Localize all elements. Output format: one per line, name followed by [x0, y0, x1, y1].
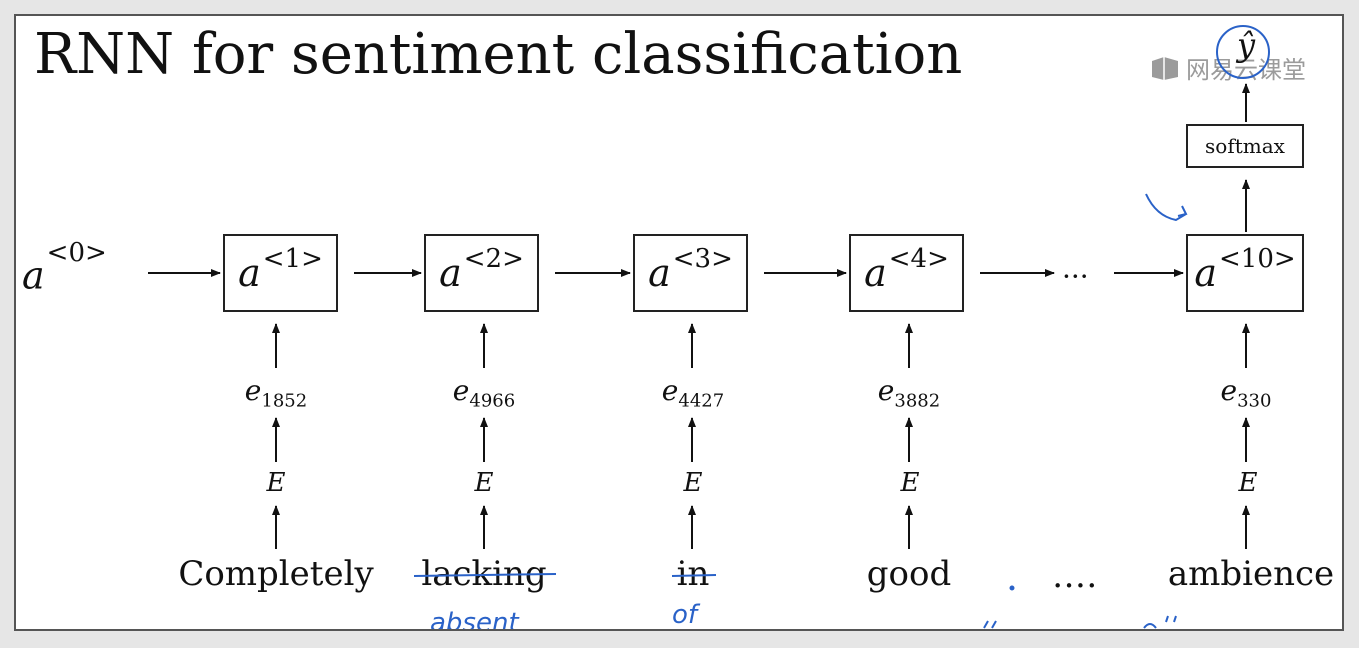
embedding-matrix-2: E [474, 468, 494, 498]
handwritten-absent: absent [430, 608, 519, 631]
embedding-10: e330 [1220, 374, 1272, 412]
strikethrough-in [671, 574, 717, 577]
watermark-logo-icon [1152, 56, 1178, 80]
rnn-cell-10: a<10> [1186, 234, 1304, 312]
slide: RNN for sentiment classification 网易云课堂 a… [14, 14, 1344, 631]
handwritten-of: of [672, 600, 698, 630]
pen-arrow-mark [1145, 193, 1187, 222]
watermark-text: 网易云课堂 [1186, 56, 1306, 84]
diagram-arrows [148, 25, 1270, 629]
word-good: good [866, 554, 952, 594]
cell-ellipsis: ··· [1062, 260, 1089, 293]
embedding-matrix-3: E [683, 468, 703, 498]
pen-tick-marks-1 [983, 620, 997, 629]
embedding-2: e4966 [452, 374, 516, 412]
word-ambience: ambience [1167, 554, 1335, 594]
embedding-4: e3882 [877, 374, 941, 412]
softmax-box: softmax [1186, 124, 1304, 168]
initial-activation: a<0> [22, 238, 107, 298]
words-ellipsis: ․․․․ [1052, 556, 1098, 596]
watermark-logo: 网易云课堂 [1150, 50, 1306, 85]
embedding-matrix-4: E [900, 468, 920, 498]
rnn-cell-1: a<1> [223, 234, 338, 312]
strikethrough-lacking [413, 573, 557, 577]
embedding-3: e4427 [661, 374, 725, 412]
pen-tick-marks-2 [1143, 615, 1177, 629]
embedding-matrix-1: E [266, 468, 286, 498]
embedding-1: e1852 [244, 374, 308, 412]
word-completely: Completely [178, 554, 374, 594]
embedding-matrix-10: E [1238, 468, 1258, 498]
pen-arrowhead [1177, 205, 1188, 217]
word-in: in [676, 554, 710, 594]
rnn-cell-4: a<4> [849, 234, 964, 312]
rnn-cell-3: a<3> [633, 234, 748, 312]
output-y-hat: ŷ [1236, 26, 1256, 64]
circle-y-hat [1216, 25, 1270, 79]
slide-title: RNN for sentiment classification [34, 22, 963, 87]
rnn-cell-2: a<2> [424, 234, 539, 312]
pen-dot [1009, 585, 1015, 591]
